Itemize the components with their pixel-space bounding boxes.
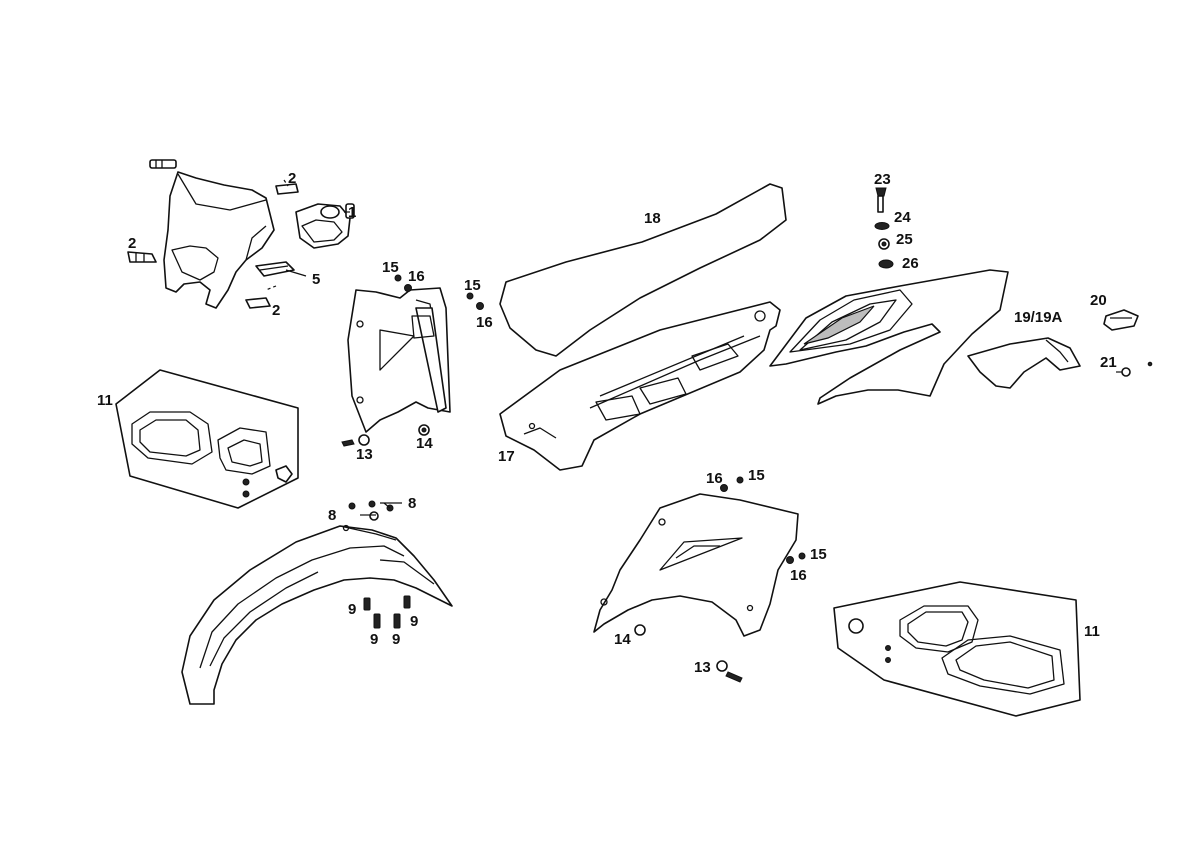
seat-base <box>499 301 781 471</box>
callout-8: 8 <box>408 495 416 512</box>
callout-8: 8 <box>328 507 336 524</box>
clip-part-2-left <box>127 251 157 263</box>
callout-2: 2 <box>272 302 280 319</box>
tail-light-20 <box>1103 309 1139 331</box>
callout-15: 15 <box>382 259 399 276</box>
callout-13: 13 <box>694 659 711 676</box>
mask-fastener-top <box>149 159 177 169</box>
screw-part-8 <box>348 500 394 521</box>
callout-14: 14 <box>614 631 631 648</box>
callout-19-19a: 19/19A <box>1014 309 1063 326</box>
clip-part-2-bottom <box>245 297 271 309</box>
callout-2: 2 <box>288 170 296 187</box>
callout-21: 21 <box>1100 354 1117 371</box>
callout-16: 16 <box>790 567 807 584</box>
screw-part-15-left <box>394 274 474 300</box>
radiator-shroud-left <box>347 287 451 433</box>
callout-16: 16 <box>408 268 425 285</box>
nut-part-14-left <box>418 424 430 436</box>
callout-9: 9 <box>410 613 418 630</box>
callout-14: 14 <box>416 435 433 452</box>
callout-16: 16 <box>706 470 723 487</box>
callout-2: 2 <box>128 235 136 252</box>
fastener-stack <box>874 187 894 269</box>
callout-9: 9 <box>370 631 378 648</box>
clip-part-2-top <box>275 183 299 195</box>
radiator-shroud-right <box>593 493 799 637</box>
screws-right-shroud <box>634 476 806 683</box>
callout-26: 26 <box>902 255 919 272</box>
seat <box>499 183 787 357</box>
callout-20: 20 <box>1090 292 1107 309</box>
bolt-part-13-left <box>341 434 370 447</box>
callout-11: 11 <box>1084 623 1100 640</box>
callout-18: 18 <box>644 210 661 227</box>
callout-9: 9 <box>348 601 356 618</box>
callout-11: 11 <box>97 392 113 409</box>
callout-9: 9 <box>392 631 400 648</box>
rear-side-panel <box>769 269 1009 405</box>
nut-part-16-left <box>404 284 484 310</box>
callout-25: 25 <box>896 231 913 248</box>
number-plate-right <box>833 581 1081 717</box>
tail-piece-19a <box>967 337 1081 389</box>
callout-15: 15 <box>810 546 827 563</box>
callout-17: 17 <box>498 448 515 465</box>
bolt-part-9 <box>363 595 411 629</box>
number-plate-left <box>115 369 299 509</box>
headlight-mask <box>163 171 275 309</box>
screw-part-21 <box>1121 361 1153 377</box>
callout-labels: 1 2 2 2 5 11 15 16 15 16 13 14 18 17 23 … <box>97 170 1117 676</box>
callout-23: 23 <box>874 171 891 188</box>
leader-lines <box>265 179 1122 516</box>
callout-15: 15 <box>464 277 481 294</box>
callout-1: 1 <box>348 204 356 221</box>
callout-5: 5 <box>312 271 320 288</box>
headlamp-unit <box>295 203 355 249</box>
callout-15: 15 <box>748 467 765 484</box>
front-fender <box>181 524 453 705</box>
bracket-part-5 <box>255 261 295 277</box>
callout-13: 13 <box>356 446 373 463</box>
callout-16: 16 <box>476 314 493 331</box>
callout-24: 24 <box>894 209 911 226</box>
